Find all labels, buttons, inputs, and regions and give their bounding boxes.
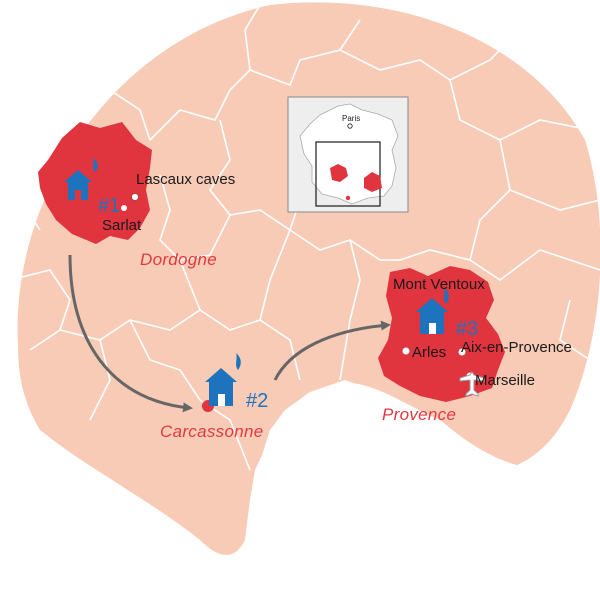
route-arrow-2 — [273, 320, 391, 381]
paris-label: Paris — [342, 114, 360, 123]
marseille-label: Marseille — [475, 372, 535, 389]
sarlat-dot — [121, 205, 127, 211]
mont-ventoux-label: Mont Ventoux — [393, 276, 485, 293]
aix-label: Aix-en-Provence — [461, 339, 572, 356]
airplane-icon — [459, 371, 485, 397]
inset-map: Paris — [287, 96, 409, 213]
stop-3-label: #3 — [456, 318, 478, 340]
lascaux-dot — [131, 193, 139, 201]
house-icon — [64, 170, 92, 200]
lascaux-label: Lascaux caves — [136, 171, 235, 188]
dordogne-region — [38, 122, 152, 244]
flame-icon — [236, 353, 241, 370]
dordogne-label: Dordogne — [140, 250, 217, 269]
provence-label: Provence — [382, 405, 456, 424]
flame-icon — [444, 287, 449, 304]
arles-label: Arles — [412, 344, 446, 361]
house-icon — [205, 368, 237, 406]
paris-dot — [347, 123, 353, 129]
route-arrow-1 — [68, 254, 193, 413]
stop-2-label: #2 — [246, 390, 268, 412]
sarlat-label: Sarlat — [102, 217, 142, 234]
land-mass — [17, 2, 600, 555]
carcassonne-label: Carcassonne — [160, 422, 263, 441]
aix-dot — [458, 348, 466, 356]
stop-1-label: #1 — [98, 195, 120, 217]
arles-dot — [402, 347, 410, 355]
house-icon — [416, 298, 448, 334]
flame-icon — [93, 158, 98, 172]
sea — [245, 382, 545, 600]
